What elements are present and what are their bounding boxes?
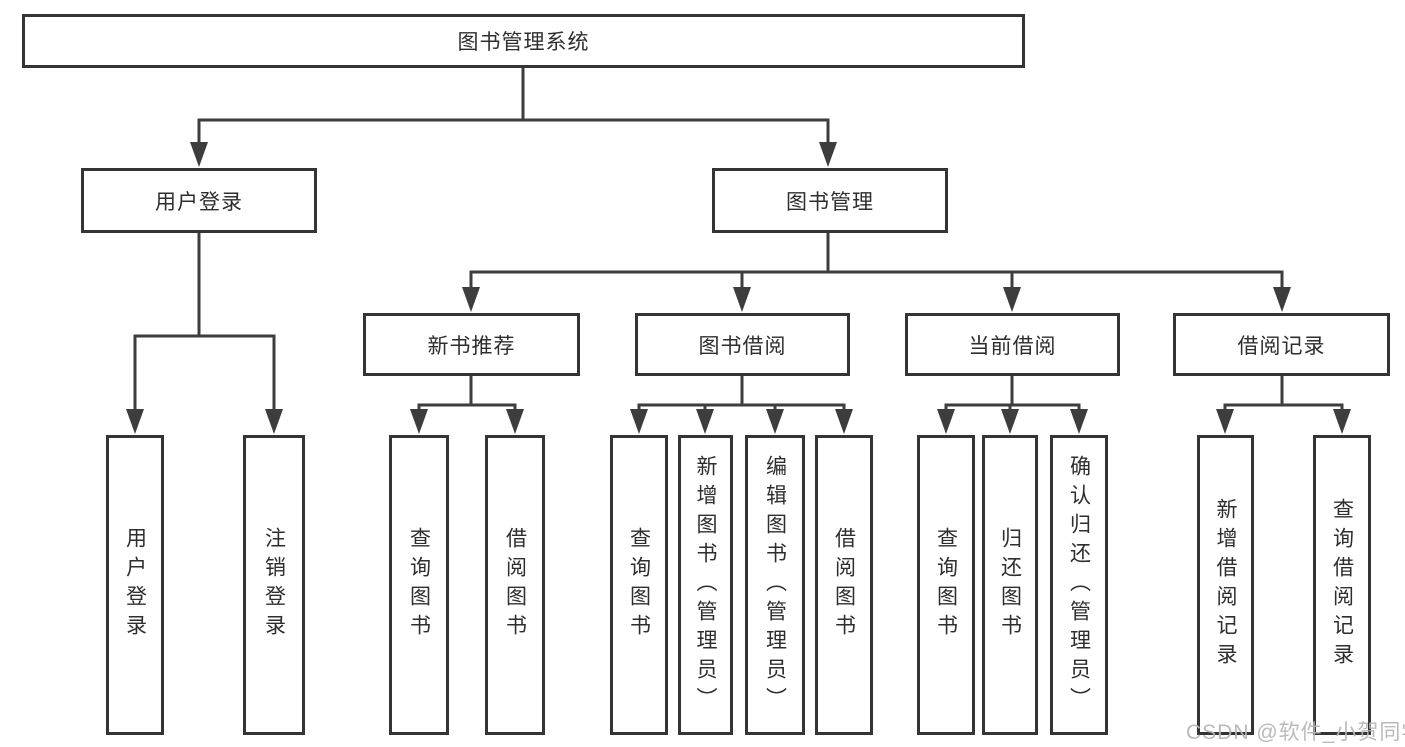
leaf-borrow-books-borrowing-label: 借阅图书 [832,527,856,643]
leaf-add-books-admin: 新增图书（管理员） [678,435,733,735]
leaf-logout-label: 注销登录 [262,527,286,643]
leaf-borrow-books-recommend-label: 借阅图书 [503,527,527,643]
node-new-book-recommend-label: 新书推荐 [427,334,516,358]
leaf-confirm-return-admin: 确认归还（管理员） [1050,435,1108,735]
leaf-user-login-label: 用户登录 [123,527,147,643]
leaf-add-borrow-record-label: 新增借阅记录 [1214,498,1238,672]
node-book-management: 图书管理 [712,168,948,233]
leaf-borrow-books-borrowing: 借阅图书 [815,435,873,735]
leaf-confirm-return-admin-label: 确认归还（管理员） [1067,454,1091,716]
node-current-borrowing: 当前借阅 [905,313,1120,376]
node-root-label: 图书管理系统 [457,31,590,54]
leaf-return-books: 归还图书 [982,435,1038,735]
node-borrowing-records-label: 借阅记录 [1237,334,1326,358]
leaf-borrow-books-recommend: 借阅图书 [485,435,545,735]
node-book-management-label: 图书管理 [786,190,874,214]
leaf-add-books-admin-label: 新增图书（管理员） [694,454,718,716]
node-user-login: 用户登录 [81,168,317,233]
node-book-borrowing-label: 图书借阅 [698,334,787,358]
leaf-query-books-current-label: 查询图书 [934,527,958,643]
leaf-query-books-borrowing: 查询图书 [610,435,668,735]
leaf-return-books-label: 归还图书 [998,527,1022,643]
leaf-query-books-recommend: 查询图书 [389,435,449,735]
node-current-borrowing-label: 当前借阅 [968,334,1057,358]
leaf-edit-books-admin: 编辑图书（管理员） [745,435,805,735]
node-book-borrowing: 图书借阅 [635,313,850,376]
node-user-login-label: 用户登录 [155,190,243,214]
node-new-book-recommend: 新书推荐 [363,313,580,376]
leaf-query-books-current: 查询图书 [917,435,975,735]
csdn-watermark: CSDN @软件_小贺同学 [1186,721,1405,744]
leaf-query-borrow-record: 查询借阅记录 [1313,435,1371,735]
leaf-query-books-borrowing-label: 查询图书 [627,527,651,643]
leaf-query-books-recommend-label: 查询图书 [407,527,431,643]
node-root: 图书管理系统 [22,14,1025,68]
arrowheads [126,142,1351,434]
node-borrowing-records: 借阅记录 [1173,313,1390,376]
leaf-user-login: 用户登录 [106,435,164,735]
leaf-add-borrow-record: 新增借阅记录 [1197,435,1254,735]
leaf-query-borrow-record-label: 查询借阅记录 [1330,498,1354,672]
leaf-logout: 注销登录 [243,435,305,735]
leaf-edit-books-admin-label: 编辑图书（管理员） [763,454,787,716]
